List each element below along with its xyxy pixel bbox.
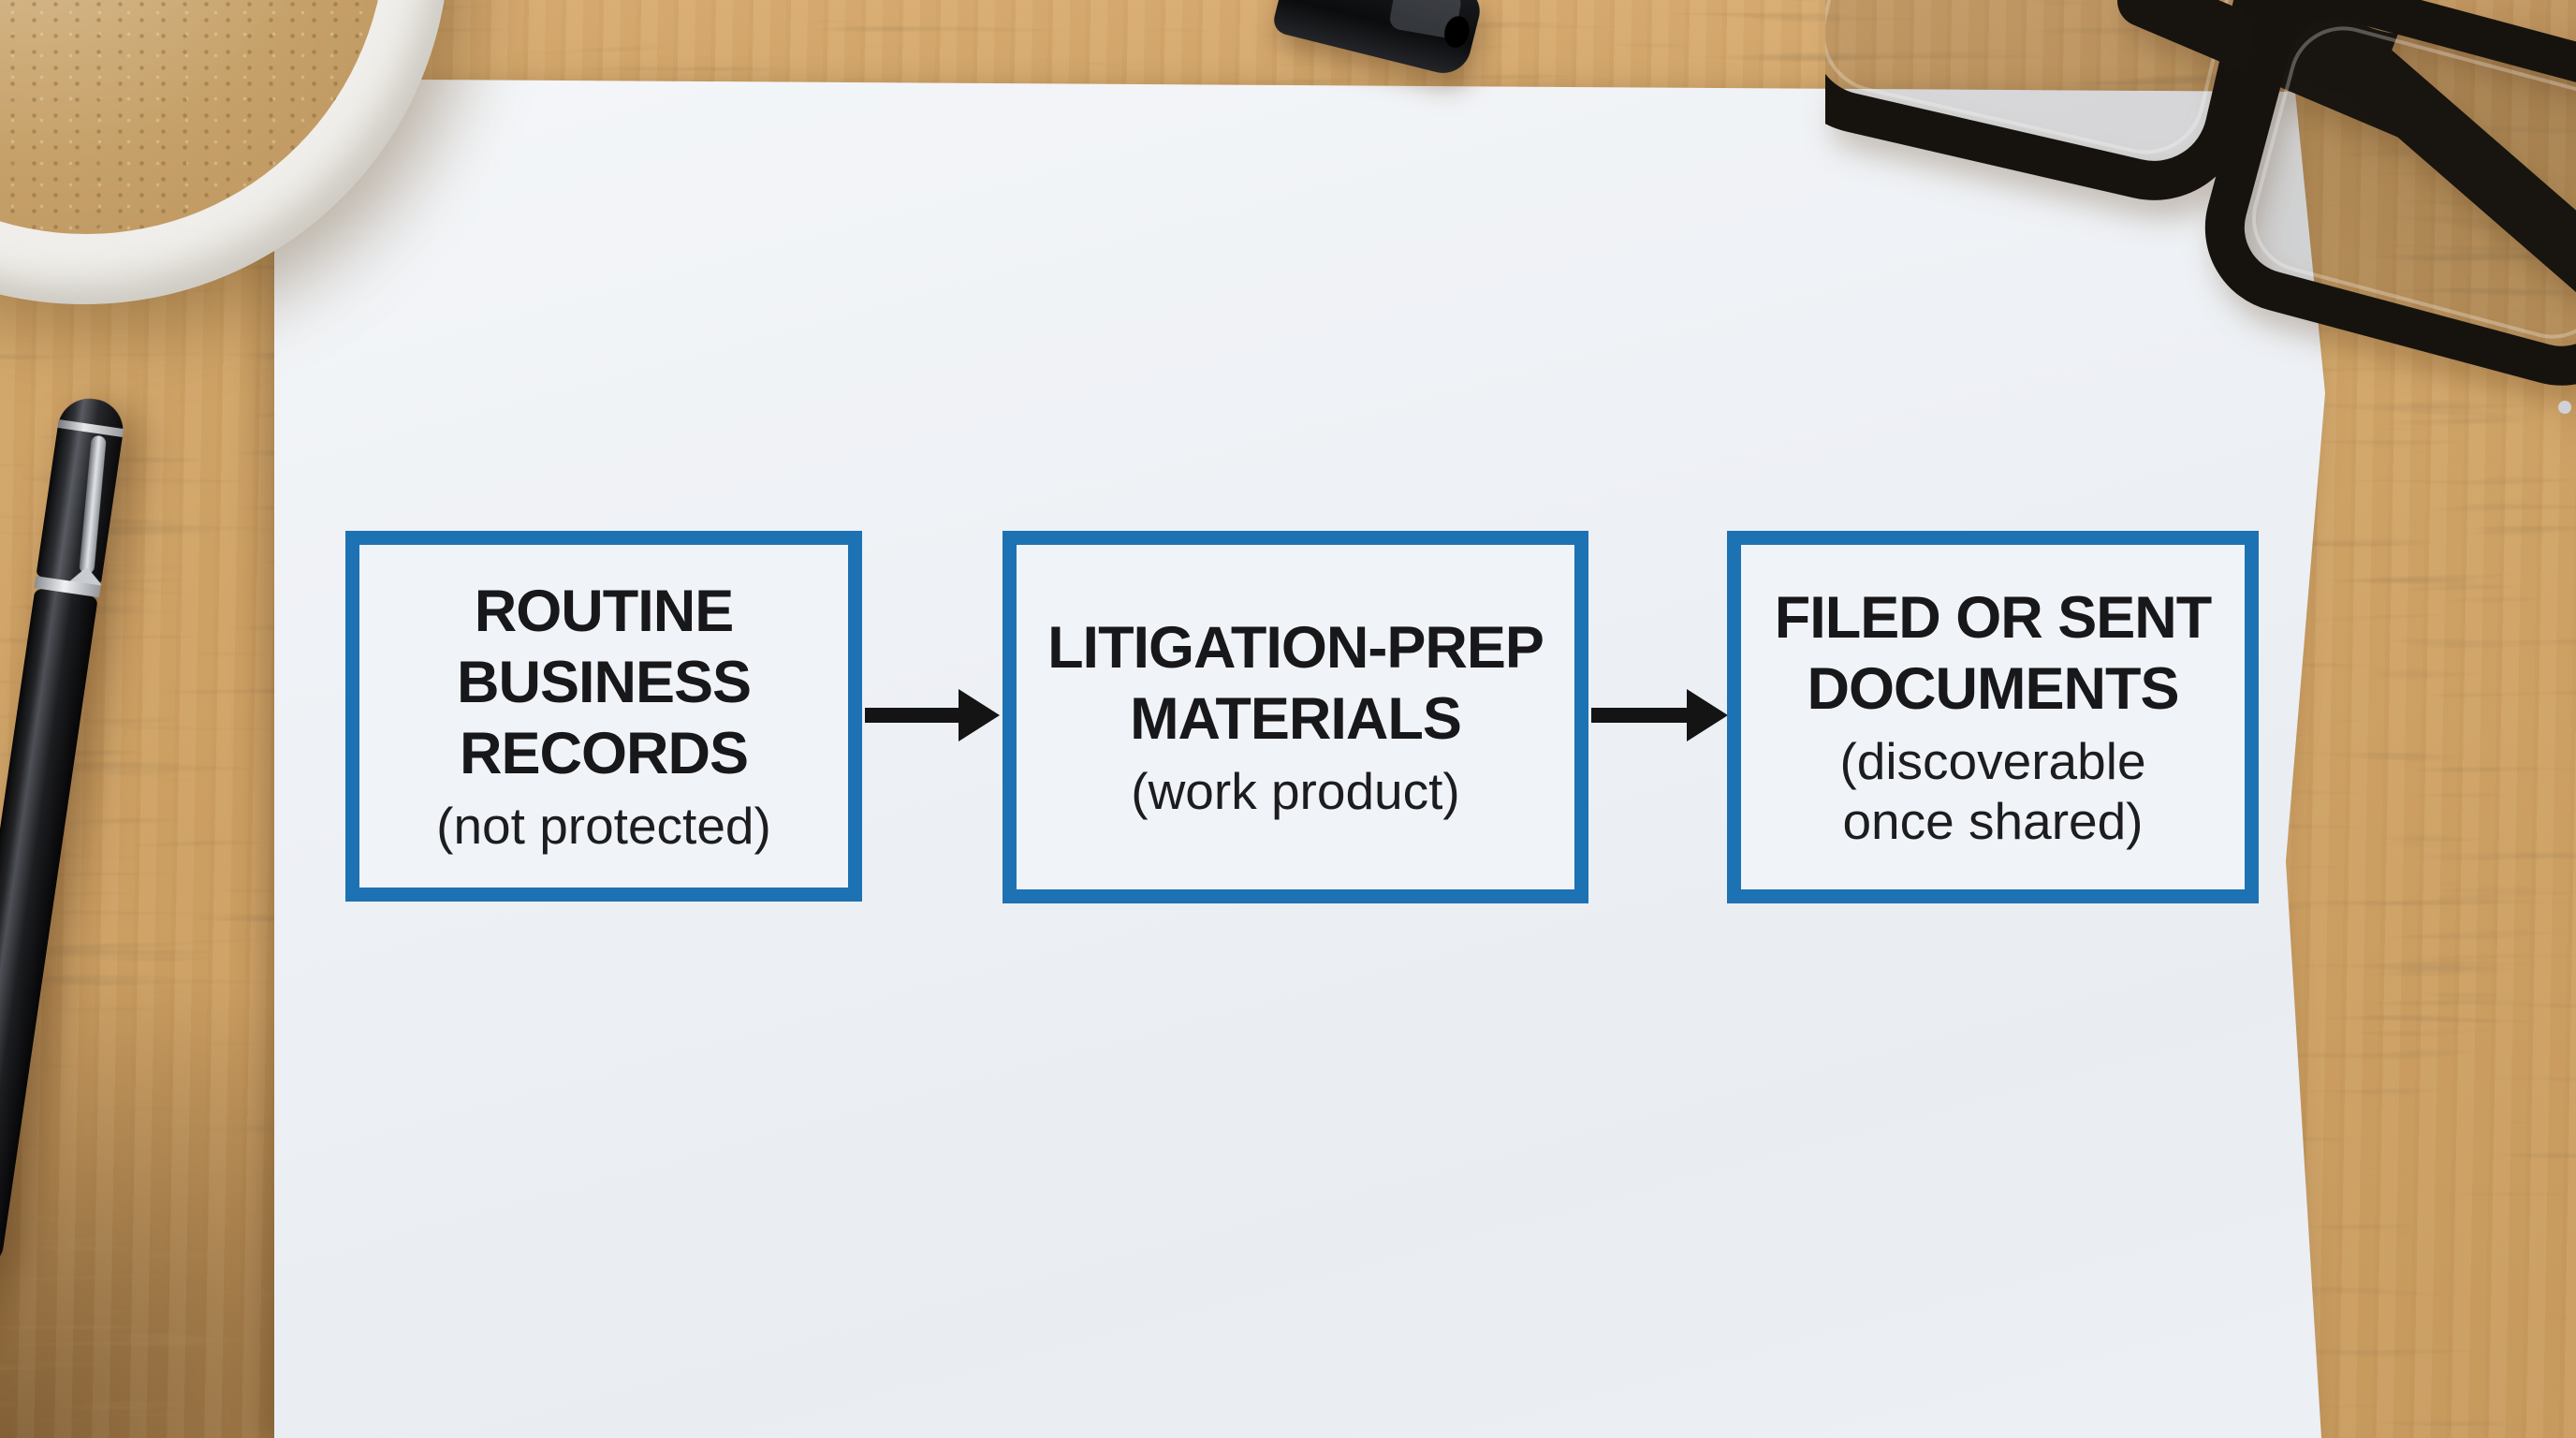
step-title: LITIGATION-PREP MATERIALS — [1047, 614, 1544, 753]
flow-step-1: ROUTINE BUSINESS RECORDS (not protected) — [345, 531, 862, 902]
step-subtitle: (discoverable once shared) — [1839, 732, 2146, 851]
coffee-cup — [0, 0, 449, 304]
glasses-temple-arm — [2340, 42, 2576, 361]
step-subtitle: (not protected) — [436, 797, 771, 856]
flow-step-2: LITIGATION-PREP MATERIALS (work product) — [1003, 531, 1588, 903]
arrow-head-icon — [1687, 689, 1728, 741]
step-subtitle: (work product) — [1131, 762, 1460, 821]
coffee-surface — [0, 0, 386, 234]
glasses-hinge-screw — [2558, 401, 2571, 414]
step-title: ROUTINE BUSINESS RECORDS — [456, 578, 752, 787]
arrow-shaft — [1591, 708, 1689, 723]
arrow-shaft — [865, 708, 960, 723]
flow-step-3: FILED OR SENT DOCUMENTS (discoverable on… — [1727, 531, 2259, 903]
eyeglasses — [1825, 0, 2576, 414]
glasses-right-lens — [2204, 0, 2576, 386]
step-title: FILED OR SENT DOCUMENTS — [1774, 584, 2213, 723]
arrow-head-icon — [959, 689, 1000, 741]
